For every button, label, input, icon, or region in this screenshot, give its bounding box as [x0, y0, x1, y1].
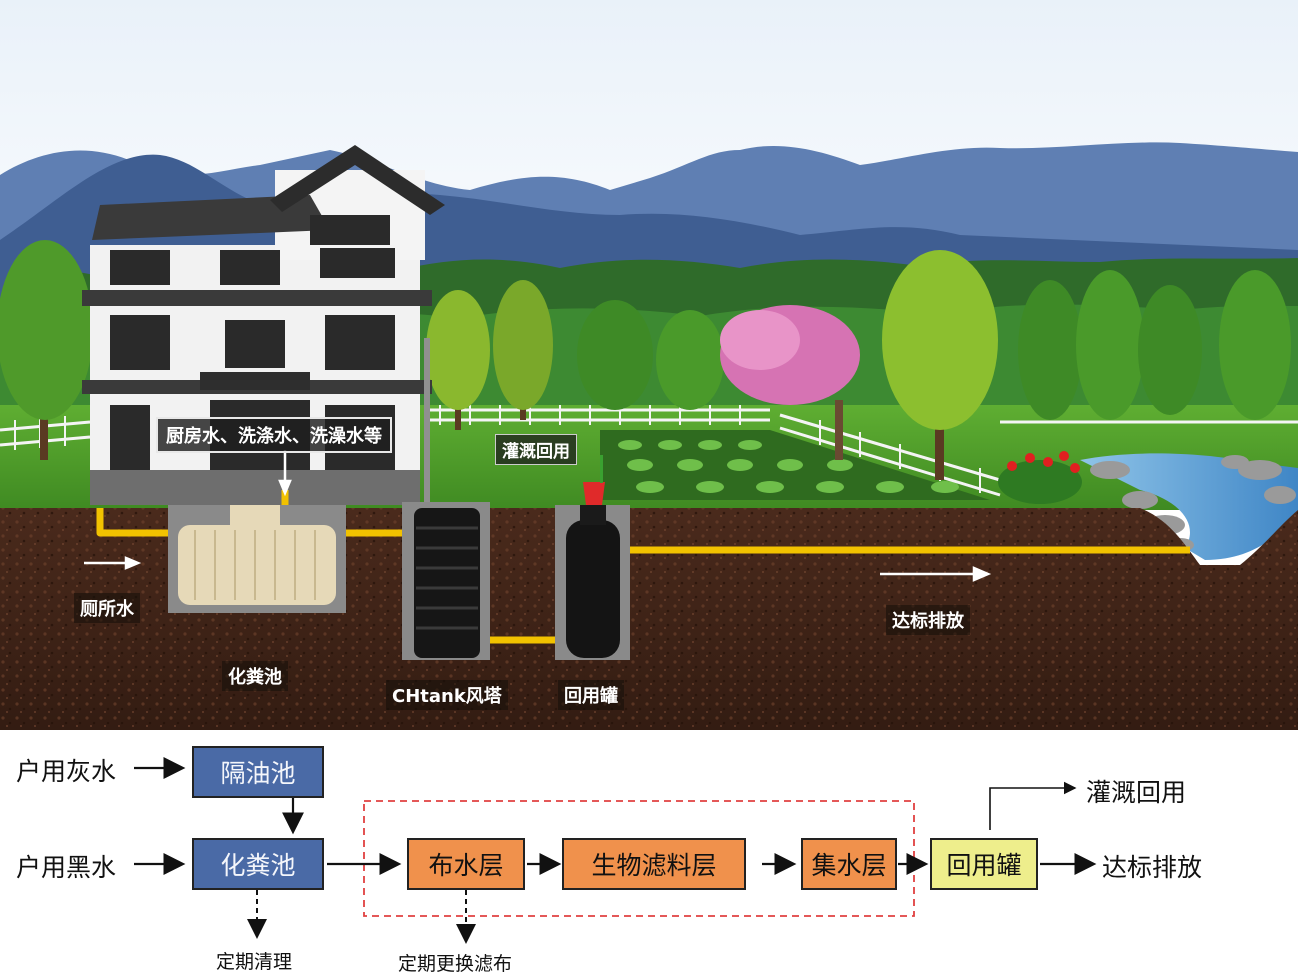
biofilter-layer-box: 生物滤料层 [562, 838, 746, 890]
discharge-label: 达标排放 [886, 605, 970, 635]
discharge-output: 达标排放 [1102, 853, 1203, 882]
septic-tank-drawing [168, 505, 346, 613]
reuse-tank-box: 回用罐 [930, 838, 1038, 890]
grease-trap-box: 隔油池 [192, 746, 324, 798]
vegetable-rows [618, 440, 959, 493]
fence [0, 408, 1298, 497]
reuse-tank-label: 回用罐 [558, 680, 624, 710]
tower-drawing [402, 502, 490, 660]
septic-tank-label: 化粪池 [222, 661, 288, 691]
reuse-tank-drawing [555, 455, 630, 660]
vent-pole [424, 338, 430, 508]
flow-connectors [134, 757, 1097, 944]
black-water-input: 户用黑水 [16, 853, 117, 882]
tower-label: CHtank风塔 [386, 680, 508, 710]
distribution-layer-box: 布水层 [407, 838, 525, 890]
house [82, 145, 445, 505]
system-illustration: 厨房水、洗涤水、洗澡水等 灌溉回用 厕所水 化粪池 CHtank风塔 回用罐 达… [0, 0, 1298, 730]
stream [1080, 453, 1298, 560]
flow-arrows [84, 450, 992, 582]
trees [0, 240, 1291, 480]
greywater-label: 厨房水、洗涤水、洗澡水等 [156, 417, 392, 453]
replace-filter-cloth-note: 定期更换滤布 [398, 953, 513, 975]
scene-drawing [0, 0, 1298, 730]
toilet-water-label: 厕所水 [74, 593, 140, 623]
irrigation-output: 灌溉回用 [1086, 778, 1187, 807]
pipes [96, 490, 1190, 644]
biofilter-frame [363, 800, 915, 917]
septic-tank-box: 化粪池 [192, 838, 324, 890]
collection-layer-box: 集水层 [801, 838, 897, 890]
grey-water-input: 户用灰水 [16, 757, 117, 786]
red-flowers [998, 451, 1082, 504]
periodic-cleaning-note: 定期清理 [216, 951, 293, 973]
irrigation-label: 灌溉回用 [495, 434, 577, 465]
